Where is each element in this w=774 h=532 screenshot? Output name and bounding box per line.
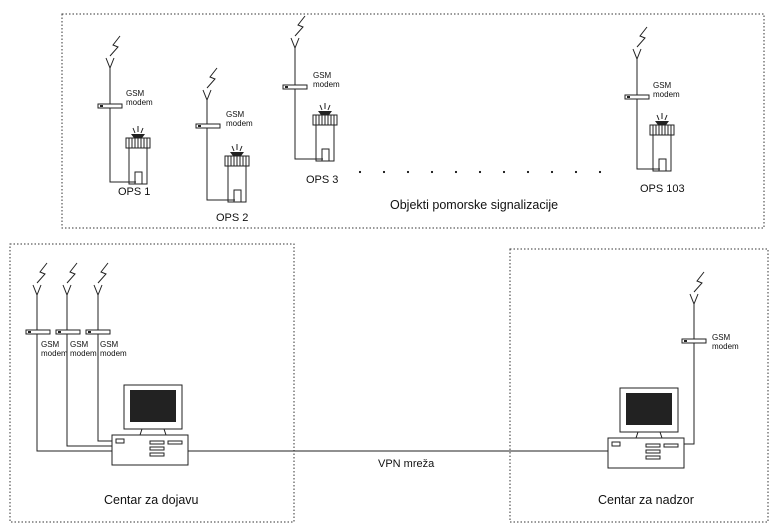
antenna-icon [105, 35, 121, 138]
computer-icon [607, 387, 685, 469]
gsm-modem-icon [97, 103, 123, 109]
gsm-modem-icon [55, 329, 81, 335]
gsm-modem-icon [85, 329, 111, 335]
antenna-icon [689, 271, 705, 370]
cable-line [36, 334, 112, 452]
lighthouse-icon [125, 126, 151, 185]
cable-line [109, 108, 136, 183]
cable-line [684, 343, 695, 445]
antenna-icon [202, 67, 218, 155]
ellipsis-dots [358, 170, 602, 174]
gsm-modem-icon [282, 84, 308, 90]
lighthouse-icon [224, 144, 250, 203]
cable-line [636, 99, 660, 170]
gsm-modem-icon [681, 338, 707, 344]
cable-line [66, 334, 112, 447]
cable-line [97, 334, 112, 442]
cable-line [294, 89, 323, 160]
ops-site-label: OPS 1 [118, 186, 150, 198]
ops-region-box [61, 13, 765, 229]
region-label: Objekti pomorske signalizacije [390, 198, 558, 212]
gsm-modem-icon [195, 123, 221, 129]
ops-site-label: OPS 103 [640, 183, 685, 195]
vpn-link-label: VPN mreža [378, 458, 435, 470]
dojava-center-box [9, 243, 295, 523]
nadzor-center-box [509, 248, 769, 523]
gsm-modem-icon [25, 329, 51, 335]
antenna-icon [632, 26, 648, 129]
ops-site-label: OPS 3 [306, 174, 338, 186]
lighthouse-icon [649, 113, 675, 172]
dojava-center-label: Centar za dojavu [104, 493, 199, 507]
gsm-modem-icon [624, 94, 650, 100]
antenna-icon [290, 15, 306, 118]
ops-site-label: OPS 2 [216, 212, 248, 224]
cable-line [206, 128, 235, 201]
computer-icon [111, 384, 189, 466]
nadzor-center-label: Centar za nadzor [598, 493, 694, 507]
lighthouse-icon [312, 103, 338, 162]
